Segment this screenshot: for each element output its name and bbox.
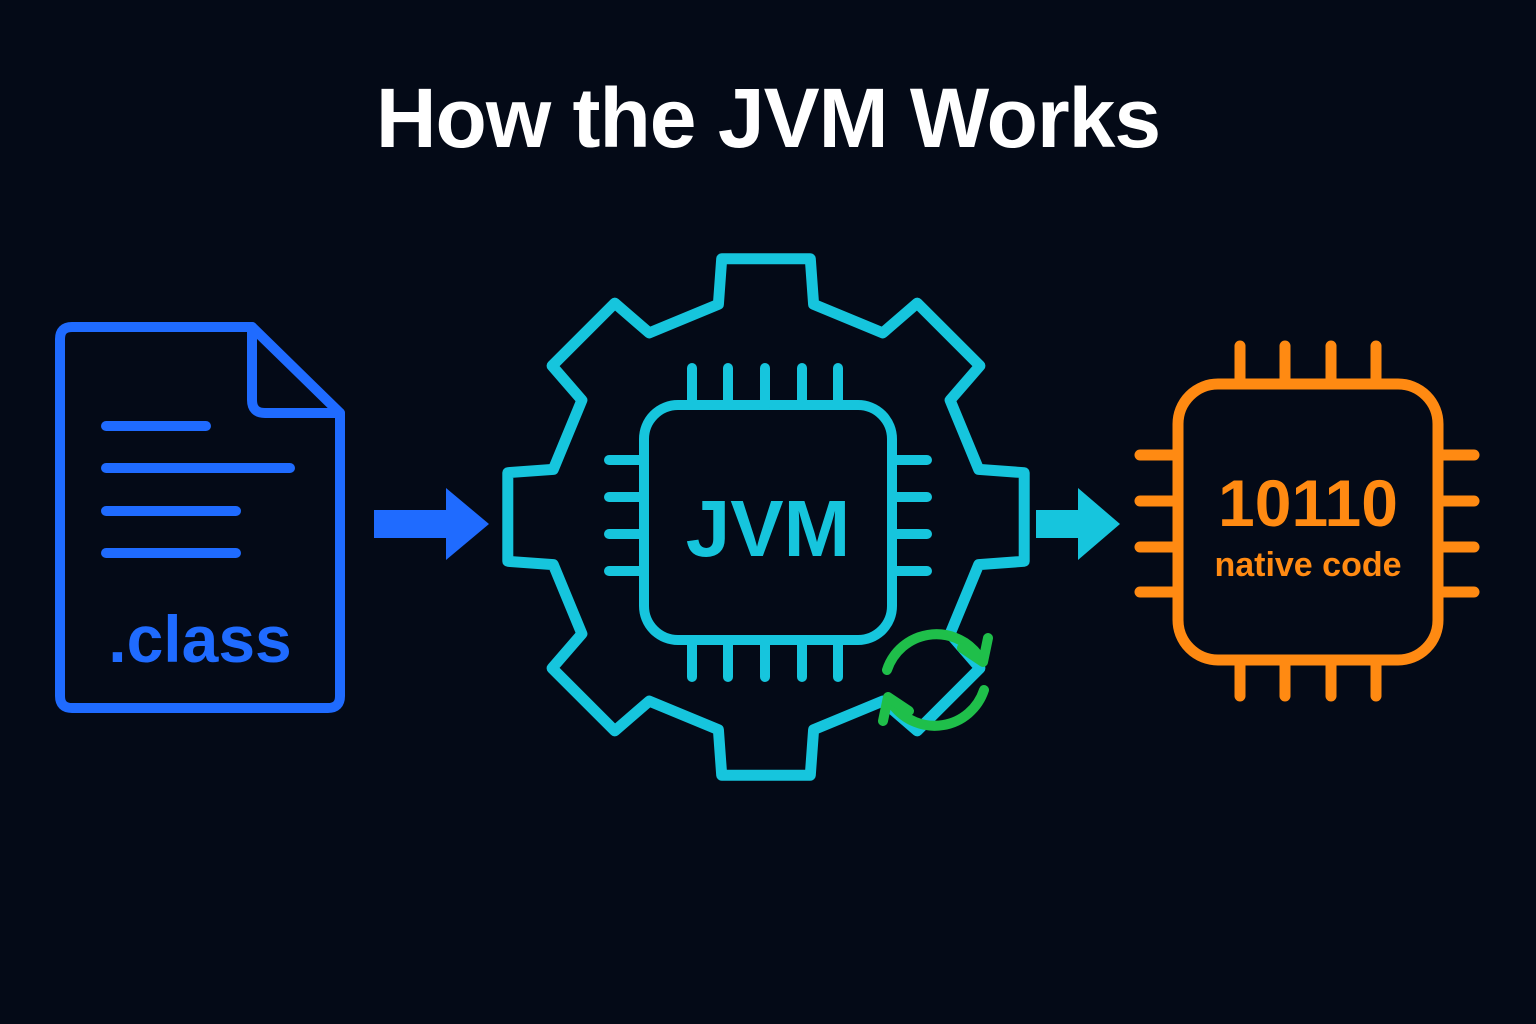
right-arrow-icon [374,488,489,560]
class-file-label: .class [108,602,292,676]
cpu-chip-icon [1134,340,1480,702]
refresh-cycle-icon [878,629,993,731]
gear-icon [502,253,1030,781]
class-file-icon [55,322,345,713]
page-title: How the JVM Works [375,71,1161,165]
jvm-label: JVM [686,484,851,573]
jvm-chip-icon [604,363,932,682]
native-code-label: native code [1214,546,1401,584]
native-bits-label: 10110 [1218,466,1398,540]
right-arrow-icon [1036,488,1120,560]
